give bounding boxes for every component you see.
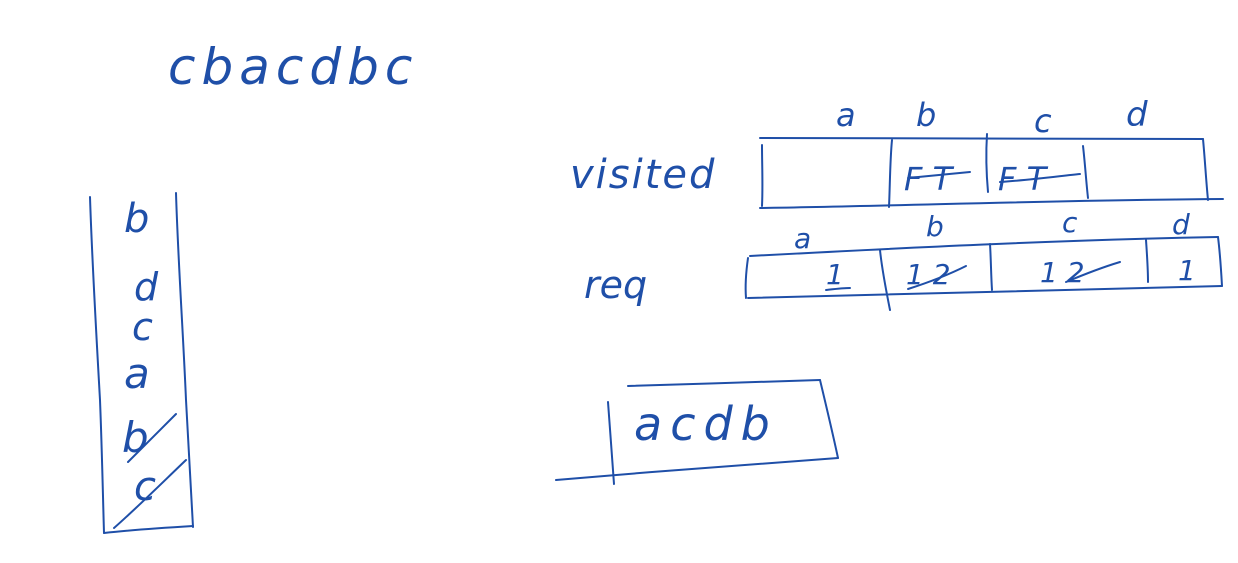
strike-stroke	[825, 287, 851, 291]
result-box-left	[607, 401, 615, 485]
strike-stroke	[113, 459, 187, 529]
req-divider	[1145, 239, 1149, 283]
visited-divider	[888, 139, 893, 208]
result-box-bottom	[555, 457, 839, 481]
stack-item: c	[132, 305, 153, 349]
req-box-left	[744, 257, 749, 299]
visited-cell-b: F T	[904, 160, 955, 198]
visited-array: visited a b c d F T F T	[570, 95, 1224, 209]
req-label: req	[584, 263, 647, 307]
result-box: acdb	[555, 379, 839, 485]
visited-divider	[1082, 145, 1089, 199]
req-box-right	[1217, 236, 1223, 287]
strike-stroke	[999, 173, 1081, 183]
stack: b d c a b c	[89, 192, 194, 534]
stack-bottom-line	[103, 525, 194, 534]
visited-label: visited	[570, 152, 716, 198]
req-array: req a b c d 1 1 2 1 2 1	[584, 206, 1223, 311]
stack-item: d	[134, 265, 159, 309]
visited-header-c: c	[1034, 102, 1052, 140]
stack-right-line	[175, 192, 194, 528]
visited-header-d: d	[1126, 95, 1148, 135]
stack-left-line	[89, 196, 105, 534]
req-cell-c: 1 2	[1040, 256, 1085, 289]
req-header-a: a	[794, 222, 811, 255]
req-header-c: c	[1062, 206, 1078, 239]
result-text: acdb	[634, 397, 778, 451]
visited-header-a: a	[836, 96, 856, 134]
top-word: cbacdbc	[168, 38, 418, 96]
visited-header-b: b	[916, 96, 936, 134]
req-divider	[989, 243, 993, 291]
req-cell-d: 1	[1178, 254, 1196, 287]
req-header-b: b	[926, 210, 944, 243]
stack-item: b	[124, 196, 149, 242]
req-cell-b: 1 2	[906, 258, 951, 291]
stack-item: c	[134, 464, 156, 510]
visited-divider	[985, 133, 989, 193]
strike-stroke	[1065, 261, 1121, 283]
stack-item: a	[124, 349, 150, 398]
visited-box-bottom	[759, 198, 1224, 209]
req-box-bottom	[747, 285, 1223, 299]
visited-box-right	[1202, 138, 1209, 201]
req-divider	[879, 249, 891, 311]
result-box-right	[819, 379, 839, 459]
req-cell-a: 1	[826, 258, 844, 291]
strike-stroke	[907, 171, 971, 179]
req-header-d: d	[1172, 208, 1190, 241]
strike-stroke	[127, 413, 177, 463]
result-box-top	[627, 379, 821, 387]
req-box-top	[749, 236, 1219, 257]
visited-box-top	[759, 136, 1204, 140]
strike-stroke	[907, 265, 967, 290]
